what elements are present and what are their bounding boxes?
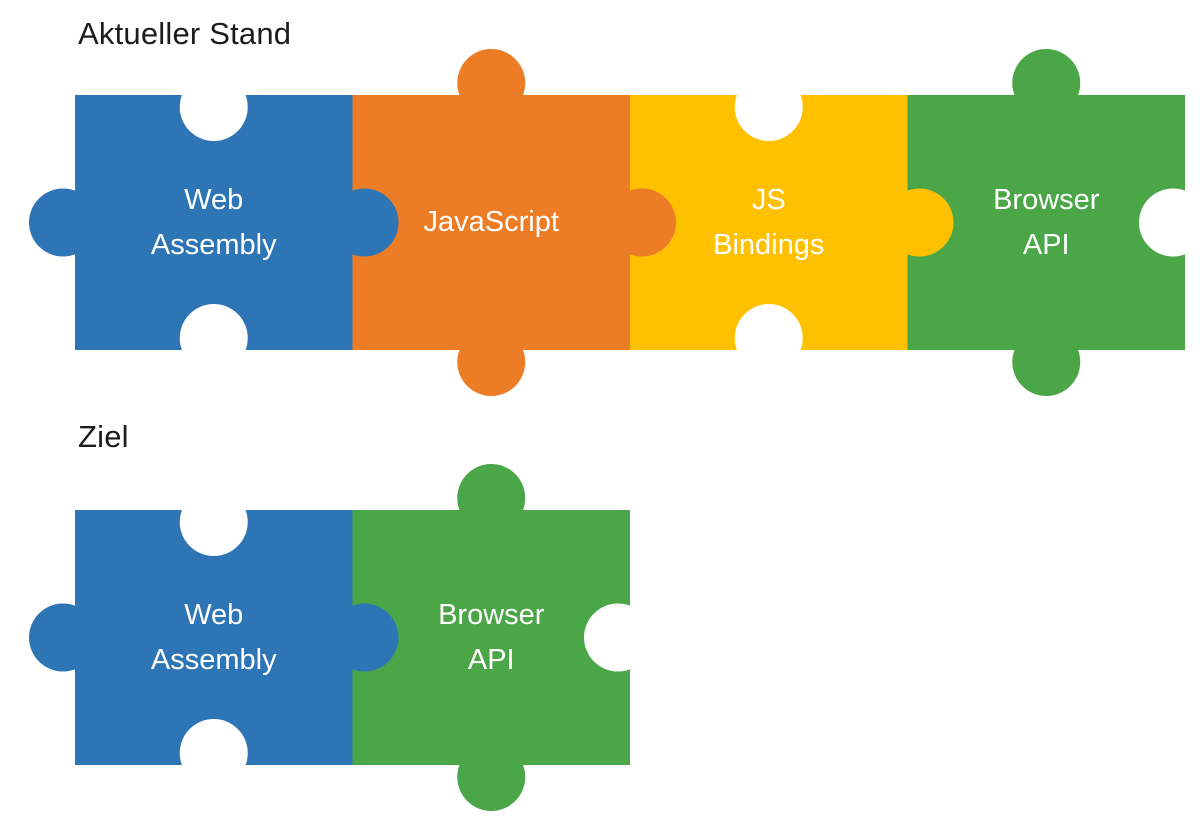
puzzle-hole-bottom-js-bindings	[734, 304, 803, 372]
puzzle-hole-right-browser-api	[1139, 188, 1200, 257]
puzzle-hole-right-browser-api-goal	[584, 603, 652, 672]
puzzle-tab-bottom-browser-api	[1012, 328, 1081, 396]
puzzle-tab-right-web-assembly	[330, 188, 399, 257]
puzzle-tab-bottom-javascript	[457, 328, 526, 396]
puzzle-hole-bottom-web-assembly-goal	[179, 719, 248, 787]
puzzle-tab-bottom-browser-api-goal	[457, 743, 526, 811]
puzzle-tab-top-javascript	[457, 49, 526, 117]
puzzle-piece-javascript	[352, 95, 630, 350]
puzzle-hole-bottom-web-assembly	[179, 304, 248, 372]
puzzle-tab-top-browser-api	[1012, 49, 1081, 117]
puzzle-piece-browser-api-goal	[352, 510, 630, 765]
section-title-aktueller-stand: Aktueller Stand	[78, 16, 292, 51]
puzzle-tab-top-browser-api-goal	[457, 464, 526, 532]
section-title-ziel: Ziel	[78, 419, 129, 454]
puzzle-tab-left-web-assembly-goal	[29, 603, 97, 672]
puzzle-tab-right-javascript	[608, 188, 676, 257]
puzzle-hole-top-web-assembly-goal	[179, 488, 248, 556]
puzzle-tab-left-web-assembly	[29, 188, 97, 257]
puzzle-tab-right-js-bindings	[885, 188, 954, 257]
puzzle-tab-right-web-assembly-goal	[330, 603, 399, 672]
puzzle-piece-browser-api	[907, 95, 1185, 350]
puzzle-hole-top-web-assembly	[179, 73, 248, 141]
puzzle-hole-top-js-bindings	[734, 73, 803, 141]
